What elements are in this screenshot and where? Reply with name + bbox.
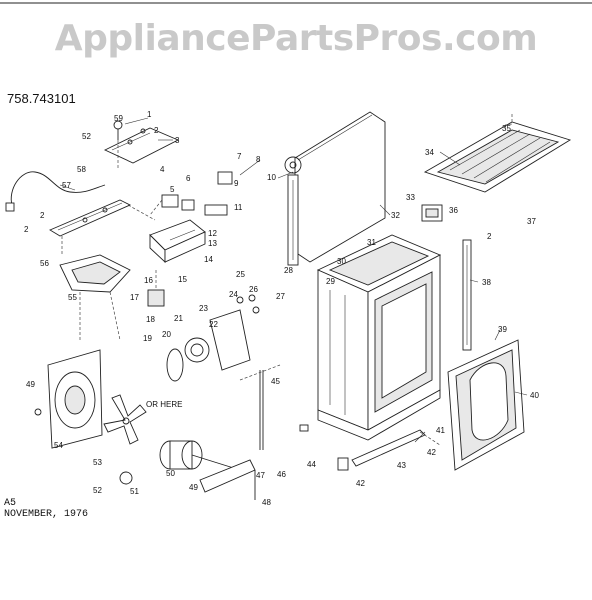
callout-44: 44: [307, 460, 316, 469]
callout-24: 24: [229, 290, 238, 299]
callout-39: 39: [498, 325, 507, 334]
fan-blade: [103, 394, 147, 445]
callout-54: 54: [54, 441, 63, 450]
callout-25: 25: [236, 270, 245, 279]
callout-42: 42: [356, 479, 365, 488]
motor-bracket: [199, 364, 281, 500]
bottom-rail: [337, 429, 441, 471]
callout-21: 21: [174, 314, 183, 323]
power-cord: [5, 171, 106, 212]
callout-41: 41: [436, 426, 445, 435]
callout-4: 4: [160, 165, 165, 174]
callout-9: 9: [234, 179, 239, 188]
callout-5: 5: [170, 185, 175, 194]
callout-34: 34: [425, 148, 434, 157]
callout-14: 14: [204, 255, 213, 264]
model-number: 758.743101: [7, 91, 76, 106]
callout-36: 36: [449, 206, 458, 215]
fan-shroud: [34, 349, 103, 449]
top-grille-tray: [423, 112, 572, 193]
callout-59: 59: [114, 114, 123, 123]
callout-6: 6: [186, 174, 191, 183]
callout-12: 12: [208, 229, 217, 238]
callout-17: 17: [130, 293, 139, 302]
callout-16: 16: [144, 276, 153, 285]
site-watermark: AppliancePartsPros.com: [54, 18, 538, 59]
hinge-bar: [284, 156, 302, 266]
callout-27: 27: [276, 292, 285, 301]
callout-58: 58: [77, 165, 86, 174]
control-bracket-assembly: [103, 120, 180, 170]
callout-31: 31: [367, 238, 376, 247]
callout-11: 11: [234, 203, 243, 212]
callout-26: 26: [249, 285, 258, 294]
motor-assembly: [166, 294, 260, 382]
latch: [421, 204, 443, 222]
callout-15: 15: [178, 275, 187, 284]
control-box: [149, 219, 206, 264]
callout-23: 23: [199, 304, 208, 313]
callout-35: 35: [502, 124, 511, 133]
footer-code: A5: [4, 498, 17, 509]
callout-22: 22: [209, 320, 218, 329]
callout-52: 52: [93, 486, 102, 495]
callout-48: 48: [262, 498, 271, 507]
callout-2: 2: [154, 126, 159, 135]
cabinet-body: [299, 234, 442, 441]
side-hinge-rod: [462, 239, 472, 351]
callout-46: 46: [277, 470, 286, 479]
callout-52: 52: [82, 132, 91, 141]
callout-51: 51: [130, 487, 139, 496]
callout-49: 49: [189, 483, 198, 492]
callout-38: 38: [482, 278, 491, 287]
callout-1: 1: [147, 110, 152, 119]
callout-40: 40: [530, 391, 539, 400]
callout-7: 7: [237, 152, 242, 161]
callout-3: 3: [175, 136, 180, 145]
callout-30: 30: [337, 257, 346, 266]
footer-date: NOVEMBER, 1976: [4, 509, 89, 520]
callout-49: 49: [26, 380, 35, 389]
callout-20: 20: [162, 330, 171, 339]
callout-8: 8: [256, 155, 261, 164]
capacitor: [147, 270, 165, 307]
door: [447, 339, 525, 471]
callout-2: 2: [40, 211, 45, 220]
callout-47: 47: [256, 471, 265, 480]
callout-13: 13: [208, 239, 217, 248]
leader-lines: [59, 117, 528, 443]
callout-19: 19: [143, 334, 152, 343]
switch-components: [149, 171, 233, 216]
diagram-footer: A5 NOVEMBER, 1976: [4, 498, 88, 520]
or-here-note: OR HERE: [146, 400, 182, 409]
callout-56: 56: [40, 259, 49, 268]
callout-55: 55: [68, 293, 77, 302]
mounting-bracket: [49, 199, 156, 255]
callout-18: 18: [146, 315, 155, 324]
callout-10: 10: [267, 173, 276, 182]
callout-29: 29: [326, 277, 335, 286]
callout-33: 33: [406, 193, 415, 202]
callout-labels: 59 1 52 2 3 57 58 2 2 56 55 4 6 5 9 7 8 …: [24, 110, 539, 507]
callout-53: 53: [93, 458, 102, 467]
callout-37: 37: [527, 217, 536, 226]
callout-42: 42: [427, 448, 436, 457]
callout-57: 57: [62, 181, 71, 190]
callout-50: 50: [166, 469, 175, 478]
callout-2: 2: [24, 225, 29, 234]
callout-2: 2: [487, 232, 492, 241]
callout-28: 28: [284, 266, 293, 275]
callout-43: 43: [397, 461, 406, 470]
callout-45: 45: [271, 377, 280, 386]
callout-32: 32: [391, 211, 400, 220]
fan-motor: [119, 440, 241, 485]
air-duct-housing: [59, 254, 131, 341]
